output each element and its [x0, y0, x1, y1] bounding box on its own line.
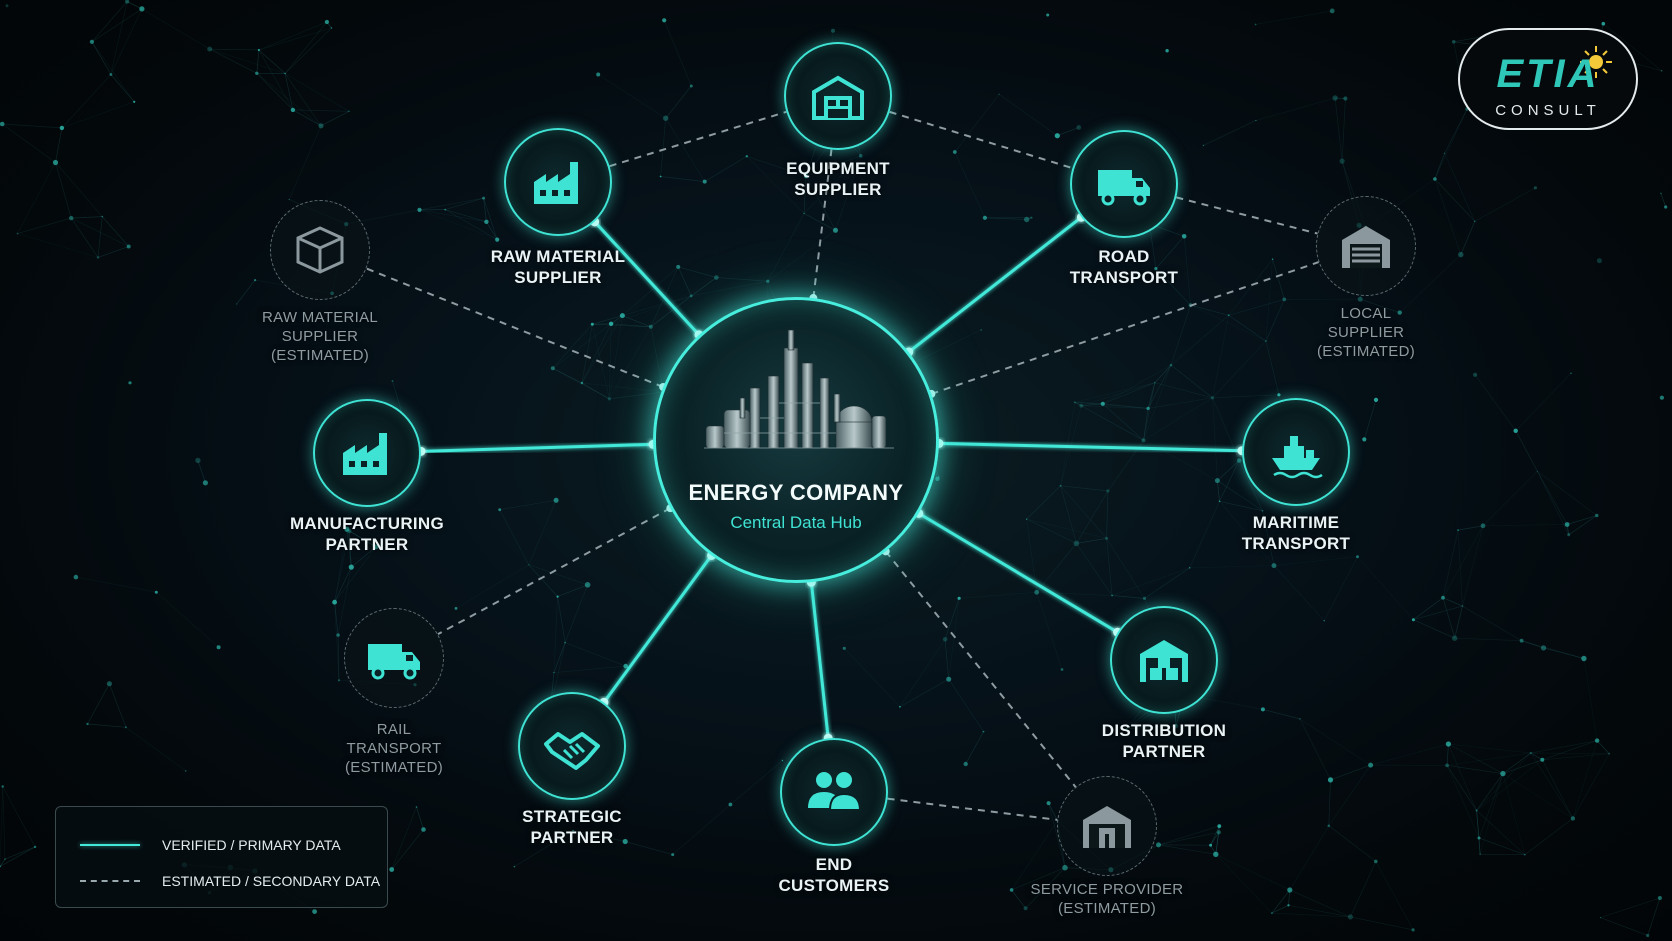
node-label-line: (ESTIMATED) — [1057, 900, 1157, 917]
node-label-line: DISTRIBUTION — [1101, 721, 1227, 740]
node-label: RAIL TRANSPORT (ESTIMATED) — [284, 720, 504, 777]
node-label-line: MARITIME — [1252, 513, 1340, 532]
node-label-line: SUPPLIER — [281, 328, 359, 345]
users-icon — [808, 772, 862, 811]
ship-icon — [1272, 436, 1323, 479]
node-circle[interactable] — [344, 608, 444, 708]
node-label-line: SUPPLIER — [794, 180, 882, 199]
node-label-line: ROAD — [1098, 247, 1150, 266]
link-end-customers — [809, 582, 830, 739]
node-circle[interactable] — [1057, 776, 1157, 876]
peer-link — [889, 110, 1073, 170]
node-label: DISTRIBUTION PARTNER — [1054, 720, 1274, 762]
warehouse-boxes-icon — [1140, 640, 1188, 682]
node-label-line: RAW MATERIAL — [261, 309, 379, 326]
node-label: RAW MATERIAL SUPPLIER — [448, 246, 668, 288]
link-distribution-partner — [917, 512, 1119, 634]
refinery-skyline-icon — [704, 329, 894, 449]
central-hub[interactable]: ENERGY COMPANY Central Data Hub — [653, 297, 939, 583]
handshake-icon — [544, 732, 600, 770]
node-circle[interactable] — [270, 200, 370, 300]
truck-icon — [1098, 170, 1150, 206]
node-label-line: (ESTIMATED) — [344, 759, 444, 776]
node-label-line: (ESTIMATED) — [270, 347, 370, 364]
node-label-line: TRANSPORT — [346, 740, 442, 757]
truck-icon — [368, 644, 420, 680]
peer-link — [1176, 196, 1318, 235]
node-label-line: RAIL — [376, 721, 412, 738]
link-raw-material-supplier-estimated — [366, 267, 664, 388]
hub-subtitle: Central Data Hub — [730, 513, 862, 532]
node-label-line: PARTNER — [325, 535, 409, 554]
link-raw-material-supplier — [593, 220, 701, 336]
node-label-line: EQUIPMENT — [786, 159, 890, 178]
factory-icon — [343, 433, 387, 475]
node-label-line: CUSTOMERS — [778, 876, 890, 895]
node-label-line: SERVICE PROVIDER — [1030, 881, 1184, 898]
logo-wordmark: ETIA — [1496, 52, 1600, 96]
link-local-supplier-estimated — [931, 261, 1319, 395]
node-circle[interactable] — [1110, 606, 1218, 714]
node-label-line: PARTNER — [530, 828, 614, 847]
node-label: RAW MATERIAL SUPPLIER (ESTIMATED) — [210, 308, 430, 365]
node-label: ROAD TRANSPORT — [1014, 246, 1234, 288]
node-label: EQUIPMENT SUPPLIER — [728, 158, 948, 200]
hub-title: ENERGY COMPANY — [688, 480, 904, 505]
node-label-line: LOCAL — [1340, 305, 1392, 322]
sun-icon — [1580, 46, 1612, 78]
node-label: END CUSTOMERS — [724, 854, 944, 896]
legend: VERIFIED / PRIMARY DATA ESTIMATED / SECO… — [55, 806, 388, 908]
node-circle[interactable] — [1070, 130, 1178, 238]
node-circle[interactable] — [313, 399, 421, 507]
warehouse-icon — [812, 75, 864, 120]
node-label-line: END — [815, 855, 853, 874]
link-rail-transport-estimated — [437, 507, 671, 636]
node-label: LOCAL SUPPLIER (ESTIMATED) — [1256, 304, 1476, 361]
node-label-line: TRANSPORT — [1069, 268, 1179, 287]
node-label: STRATEGIC PARTNER — [462, 806, 682, 848]
link-service-provider-estimated — [884, 550, 1077, 788]
legend-label-estimated: ESTIMATED / SECONDARY DATA — [162, 873, 381, 889]
link-strategic-partner — [602, 554, 713, 704]
node-circle[interactable] — [784, 42, 892, 150]
node-label-line: STRATEGIC — [522, 807, 622, 826]
node-circle[interactable] — [1242, 398, 1350, 506]
node-label-line: TRANSPORT — [1241, 534, 1351, 553]
peer-link — [609, 110, 787, 168]
box-icon — [296, 226, 344, 274]
peer-link — [887, 797, 1058, 821]
node-label-line: SUPPLIER — [514, 268, 602, 287]
node-circle[interactable] — [504, 128, 612, 236]
node-label-line: SUPPLIER — [1327, 324, 1405, 341]
garage-icon — [1342, 226, 1390, 268]
factory-icon — [534, 162, 578, 204]
dashed-line-swatch — [80, 880, 140, 882]
node-label-line: (ESTIMATED) — [1316, 343, 1416, 360]
node-label-line: PARTNER — [1122, 742, 1206, 761]
node-label: SERVICE PROVIDER (ESTIMATED) — [997, 880, 1217, 918]
node-label: MARITIME TRANSPORT — [1186, 512, 1406, 554]
node-label-line: MANUFACTURING — [289, 514, 445, 533]
store-icon — [1083, 806, 1131, 848]
logo-subtitle: CONSULT — [1495, 102, 1601, 119]
node-label: MANUFACTURING PARTNER — [257, 513, 477, 555]
node-label-line: RAW MATERIAL — [490, 247, 626, 266]
link-maritime-transport — [938, 441, 1243, 453]
etia-consult-logo: ETIA CONSULT — [1458, 28, 1638, 130]
legend-label-verified: VERIFIED / PRIMARY DATA — [162, 837, 341, 853]
link-road-transport — [907, 216, 1083, 354]
node-circle[interactable] — [1316, 196, 1416, 296]
solid-line-swatch — [80, 844, 140, 846]
link-manufacturing-partner — [420, 442, 654, 453]
node-circle[interactable] — [780, 738, 888, 846]
node-circle[interactable] — [518, 692, 626, 800]
